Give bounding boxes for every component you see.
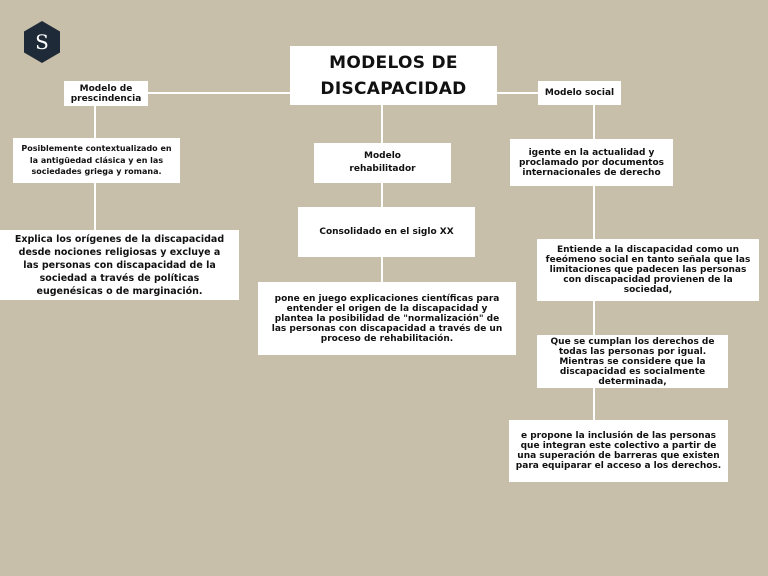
- social-text-3: Que se cumplan los derechos de todas las…: [550, 336, 715, 387]
- prescindencia-text-2: Explica los orígenes de la discapacidad …: [14, 233, 225, 297]
- rehabilitador-label-box: Modelo rehabilitador: [314, 143, 451, 183]
- title-line-1: MODELOS DE: [329, 52, 458, 73]
- social-text-1-box: igente en la actualidad y proclamado por…: [510, 139, 673, 186]
- logo-letter: S: [35, 30, 49, 54]
- title-line-2: DISCAPACIDAD: [320, 78, 467, 99]
- rehabilitador-label-line-1: Modelo: [364, 151, 401, 161]
- hexagon-logo-icon: [24, 21, 60, 63]
- social-text-4: e propone la inclusión de las personas q…: [515, 431, 722, 471]
- social-text-1: igente en la actualidad y proclamado por…: [518, 147, 665, 178]
- rehabilitador-text-2-box: pone en juego explicaciones científicas …: [258, 282, 516, 355]
- rehabilitador-text-2: pone en juego explicaciones científicas …: [271, 293, 503, 344]
- social-text-3-box: Que se cumplan los derechos de todas las…: [537, 335, 728, 388]
- title-box: MODELOS DE DISCAPACIDAD: [290, 46, 497, 105]
- prescindencia-label-box: Modelo de prescindencia: [64, 81, 148, 106]
- social-text-4-box: e propone la inclusión de las personas q…: [509, 420, 728, 482]
- prescindencia-label-line-1: Modelo de: [79, 83, 133, 94]
- prescindencia-label-line-2: prescindencia: [70, 93, 142, 104]
- social-label: Modelo social: [544, 88, 615, 98]
- rehabilitador-text-1: Consolidado en el siglo XX: [319, 227, 454, 237]
- prescindencia-text-1: Posiblemente contextualizado en la antig…: [21, 144, 172, 177]
- social-label-box: Modelo social: [538, 81, 621, 105]
- social-text-2: Entiende a la discapacidad como un feeóm…: [545, 245, 751, 295]
- social-text-2-box: Entiende a la discapacidad como un feeóm…: [537, 239, 759, 301]
- rehabilitador-label-line-2: rehabilitador: [349, 164, 416, 174]
- rehabilitador-text-1-box: Consolidado en el siglo XX: [298, 207, 475, 257]
- prescindencia-text-1-box: Posiblemente contextualizado en la antig…: [13, 138, 180, 183]
- prescindencia-text-2-box: Explica los orígenes de la discapacidad …: [0, 230, 239, 300]
